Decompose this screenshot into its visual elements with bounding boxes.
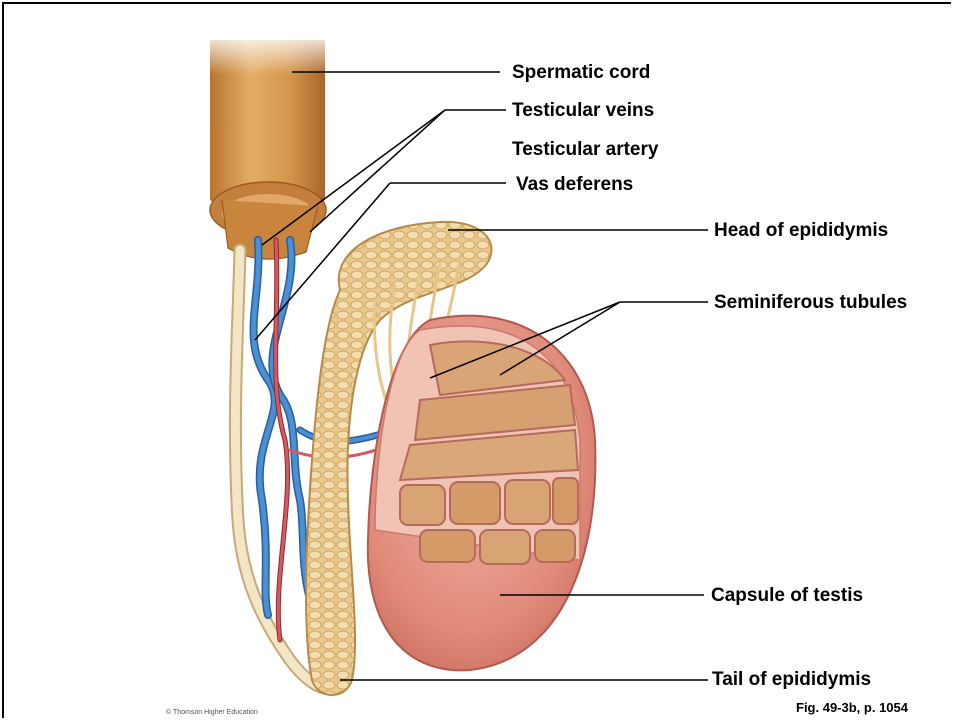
spermatic-cord (210, 30, 326, 259)
label-capsule-of-testis: Capsule of testis (711, 585, 863, 607)
label-seminiferous-tubules: Seminiferous tubules (714, 292, 907, 314)
testis (368, 316, 596, 671)
label-tail-of-epididymis: Tail of epididymis (712, 669, 871, 691)
label-head-of-epididymis: Head of epididymis (714, 220, 888, 242)
label-testicular-veins: Testicular veins (512, 100, 654, 122)
figure-reference: Fig. 49-3b, p. 1054 (796, 700, 908, 715)
label-testicular-artery: Testicular artery (512, 139, 658, 161)
copyright-credit: © Thomson Higher Education (166, 709, 258, 716)
label-vas-deferens: Vas deferens (516, 174, 633, 196)
label-spermatic-cord: Spermatic cord (512, 62, 650, 84)
